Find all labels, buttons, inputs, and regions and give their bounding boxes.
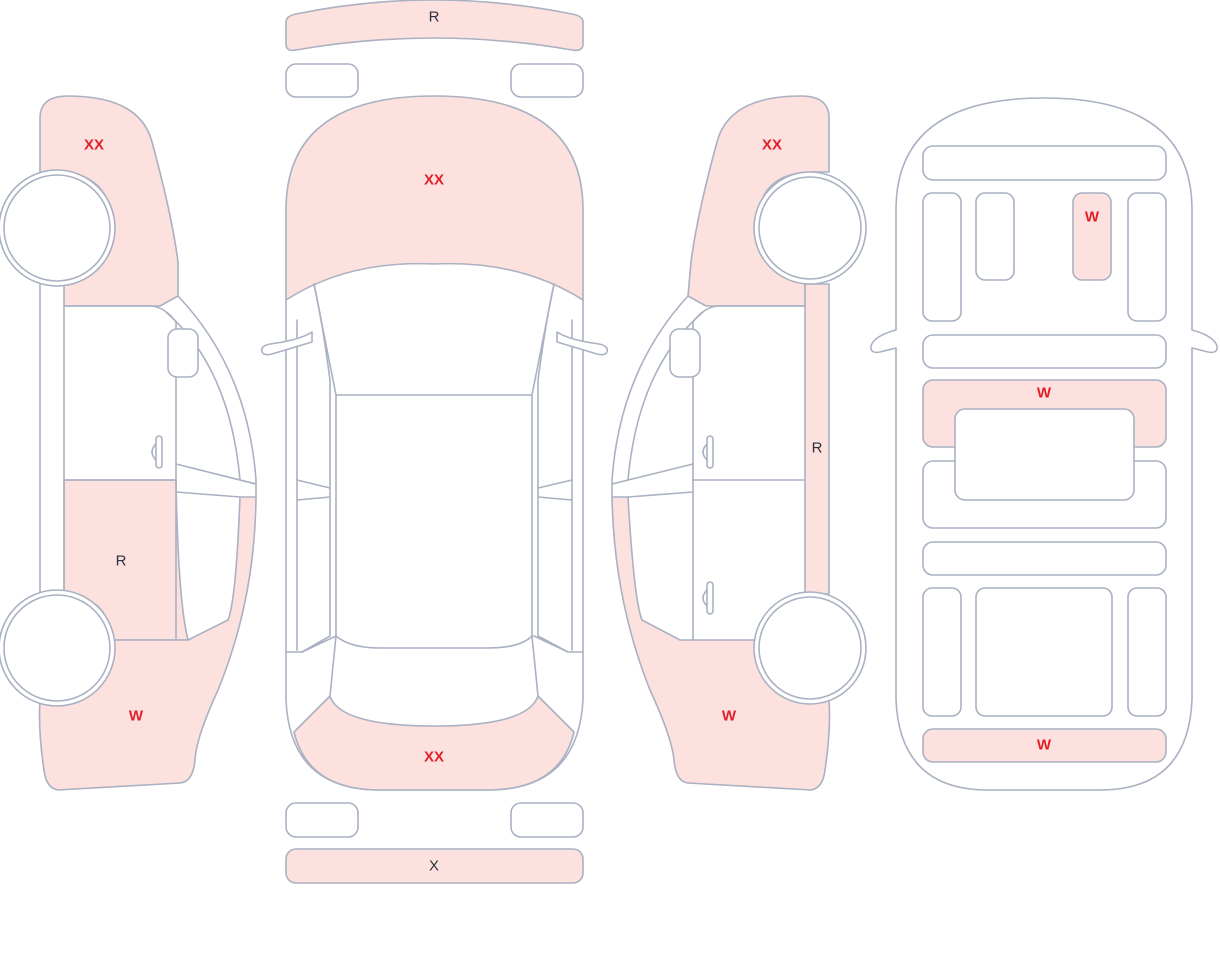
right-rear-handle-bracket	[702, 443, 708, 461]
left-front-fender-code: W	[129, 708, 144, 725]
front-light-right	[510, 802, 584, 838]
right-front-handle-bracket	[702, 589, 708, 607]
left-front-wheel	[0, 589, 116, 707]
rear-window	[313, 283, 555, 396]
right-front-fender-code: W	[722, 708, 737, 725]
interior-front-console	[975, 587, 1113, 717]
left-window-frame	[165, 295, 257, 498]
windshield	[329, 635, 539, 697]
left-front-fender-panel[interactable]	[38, 496, 257, 791]
right-rocker-code: R	[812, 440, 823, 457]
right-rear-door-handle[interactable]	[706, 435, 714, 469]
right-front-wheel	[753, 591, 867, 705]
left-handle-bracket	[151, 443, 157, 461]
interior-front-right-seat	[1127, 587, 1167, 717]
front-light-left	[285, 802, 359, 838]
right-rear-fender-code: XX	[762, 137, 782, 154]
interior-rear-seat-code: W	[1037, 385, 1052, 402]
front-bumper-code: X	[429, 858, 439, 875]
mirror-top-right[interactable]	[556, 331, 609, 356]
hood-panel[interactable]	[293, 695, 575, 791]
trunk-lid-panel[interactable]	[285, 95, 584, 301]
right-rear-wheel	[753, 171, 867, 285]
body-side-lines	[285, 319, 584, 653]
right-window-frame	[611, 295, 704, 498]
interior-front-bench	[922, 541, 1167, 576]
side-window-left	[296, 283, 331, 653]
right-side-view: XX R W	[611, 95, 867, 791]
interior-front-left-seat	[922, 587, 962, 717]
interior-dashboard-code: W	[1037, 737, 1052, 754]
left-side-view: XX R W	[0, 95, 257, 791]
interior-outline	[870, 97, 1218, 791]
interior-trunk-shelf	[922, 145, 1167, 181]
left-mirror[interactable]	[167, 328, 199, 378]
interior-center-console	[954, 408, 1135, 501]
side-window-right	[537, 283, 573, 653]
roof-panel	[335, 394, 533, 649]
interior-rear-bench	[922, 334, 1167, 369]
interior-dashboard-panel[interactable]	[922, 728, 1167, 763]
interior-rear-left-seat	[922, 192, 962, 322]
rear-light-left	[285, 63, 359, 98]
rear-bumper-code: R	[429, 9, 440, 26]
top-view: R XX XX X	[260, 0, 609, 884]
hood-code: XX	[424, 749, 444, 766]
interior-view: W W W	[870, 97, 1218, 791]
right-front-door-handle[interactable]	[706, 581, 714, 615]
interior-cargo-seat-panel[interactable]	[1072, 192, 1112, 281]
rear-bumper-panel[interactable]	[285, 0, 584, 52]
mirror-top-left[interactable]	[260, 331, 313, 356]
interior-rear-right-seat	[1127, 192, 1167, 322]
front-bumper-panel[interactable]	[285, 848, 584, 884]
left-rear-fender-code: XX	[84, 137, 104, 154]
left-rear-wheel	[0, 169, 116, 287]
interior-rear-mid-left	[975, 192, 1015, 281]
left-rear-door-handle[interactable]	[155, 435, 163, 469]
interior-cargo-seat-code: W	[1085, 209, 1100, 226]
left-rear-door-code: R	[116, 553, 127, 570]
trunk-lid-code: XX	[424, 172, 444, 189]
rear-light-right	[510, 63, 584, 98]
right-mirror[interactable]	[669, 328, 701, 378]
right-front-fender-panel[interactable]	[611, 496, 831, 791]
